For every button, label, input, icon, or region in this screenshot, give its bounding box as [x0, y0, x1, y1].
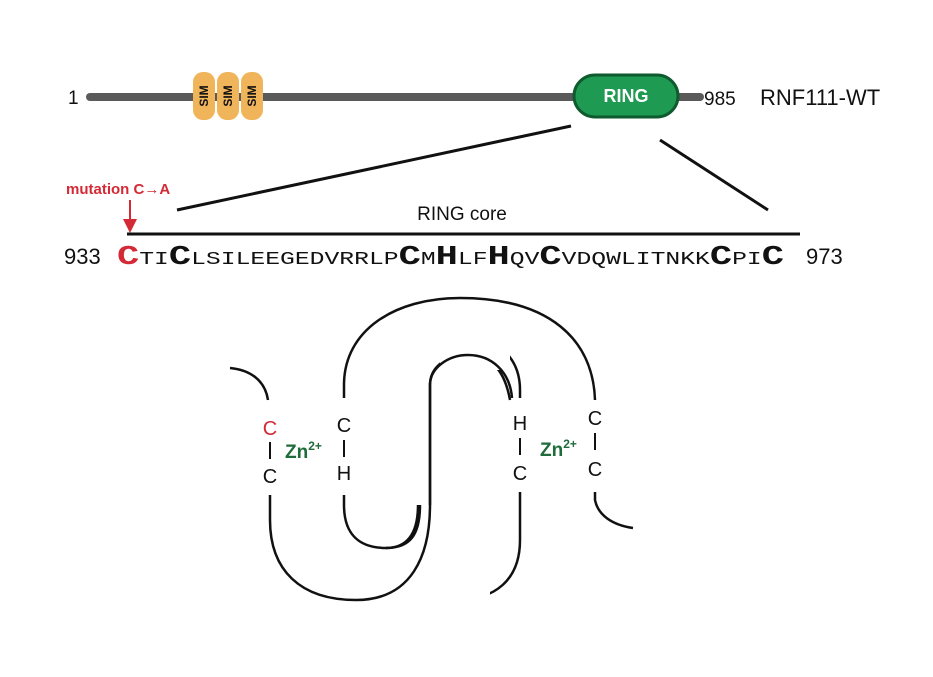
sim-motifs: SIM SIM SIM [193, 72, 263, 120]
sim-motif-1: SIM [193, 72, 215, 120]
ring-domain-label: RING [604, 86, 649, 106]
start-position: 1 [68, 88, 79, 109]
ring-core-label: RING core [417, 204, 507, 225]
sequence-end-number: 973 [806, 244, 843, 269]
ligand-residue: C [399, 243, 421, 273]
sequence-segment: M [421, 250, 436, 270]
ligand-residue: C [169, 243, 191, 273]
sequence-segment: TI [139, 250, 169, 270]
sim-label-1: SIM [197, 85, 211, 106]
site1-his: H [337, 463, 351, 485]
sequence-segment: LF [458, 250, 488, 270]
sequence-segment: LSILEEGEDVRRLP [191, 250, 398, 270]
domain-map: 1 SIM SIM SIM RING 985 RNF111-WT [68, 72, 880, 120]
mutation-label: mutation C→A [66, 181, 170, 198]
sequence-segment: VDQWLITNKK [562, 250, 710, 270]
fold-inner-strand [385, 353, 514, 550]
sequence-segment: QV [510, 250, 540, 270]
sequence-start-number: 933 [64, 244, 101, 269]
site1-zinc: Zn2+ [285, 439, 322, 463]
sim-motif-2: SIM [217, 72, 239, 120]
sim-label-2: SIM [221, 85, 235, 106]
end-position: 985 [704, 89, 736, 110]
site2-his: H [513, 413, 527, 435]
mutated-cysteine: C [117, 243, 139, 273]
zinc-fold: C C Zn2+ C H H C Zn2+ C C [229, 296, 634, 610]
site1-mutated-cys: C [263, 418, 277, 440]
site2-right-cys-bottom: C [588, 459, 602, 481]
zoom-line-right [659, 138, 769, 212]
site2-right-cys-top: C [588, 408, 602, 430]
site1-right-cys: C [337, 415, 351, 437]
ligand-residue: C [539, 243, 561, 273]
protein-name: RNF111-WT [760, 85, 880, 110]
ring-domain: RING [572, 73, 680, 119]
sim-motif-3: SIM [241, 72, 263, 120]
sim-label-3: SIM [245, 85, 259, 106]
ligand-residue: C [710, 243, 732, 273]
zoom-line-left [176, 124, 572, 212]
mutation-arrowhead [123, 219, 137, 233]
fold-backbone [229, 296, 634, 602]
zinc-site-1: C C Zn2+ C H [263, 415, 351, 488]
sequence-segment: PI [732, 250, 762, 270]
ligand-residue: H [436, 243, 458, 273]
ligand-residue: C [762, 243, 784, 273]
site2-left-cys: C [513, 463, 527, 485]
ligand-residue: H [488, 243, 510, 273]
zinc-site-2: H C Zn2+ C C [513, 408, 602, 485]
site2-zinc: Zn2+ [540, 437, 577, 461]
site1-left-cys: C [263, 466, 277, 488]
